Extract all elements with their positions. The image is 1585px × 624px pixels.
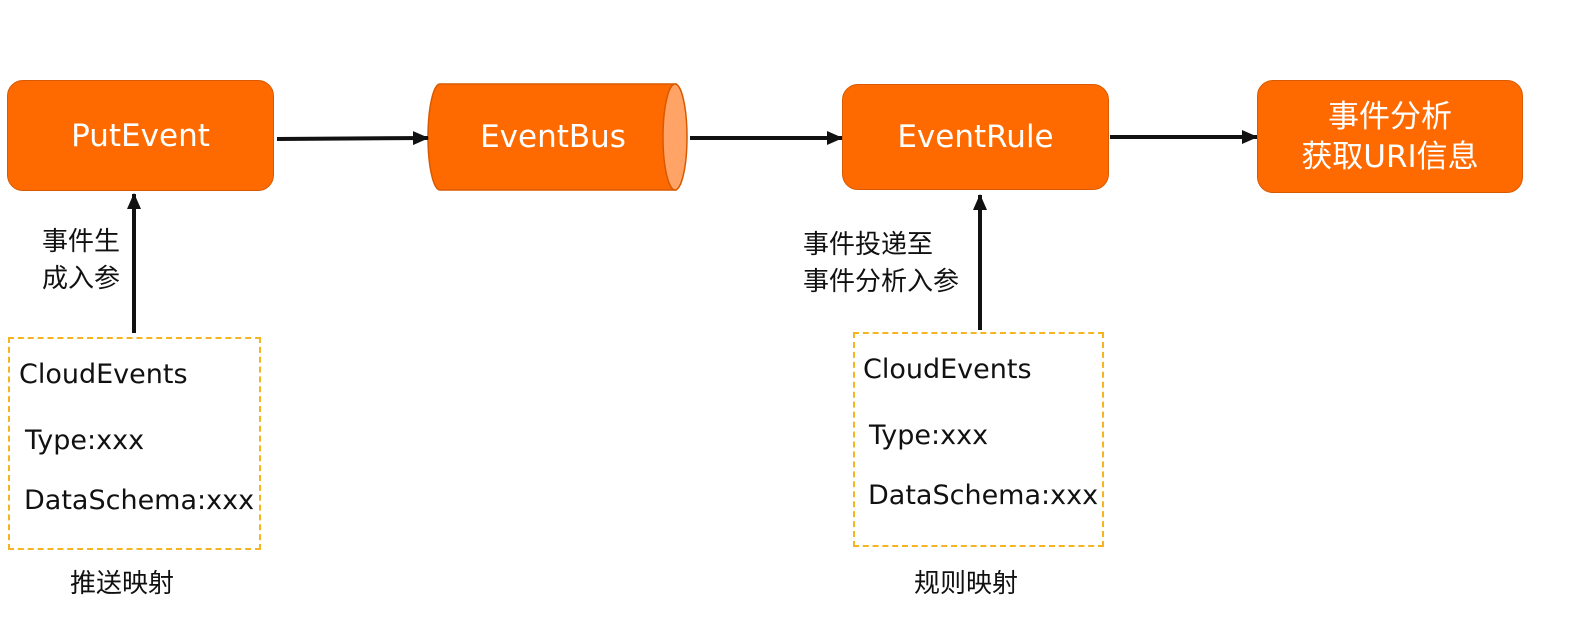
schema-type: Type:xxx (869, 420, 989, 451)
event-bus-cylinder (427, 83, 688, 191)
schema-data-schema: DataSchema:xxx (868, 480, 1099, 511)
rule-mapping-schema-box: CloudEvents Type:xxx DataSchema:xxx (853, 332, 1104, 547)
arrow-putevent-to-eventbus (276, 131, 429, 146)
rule-mapping-caption: 规则映射 (914, 569, 1019, 599)
deliver-params-label: 事件投递至 事件分析入参 (803, 230, 960, 297)
put-event-label: PutEvent (71, 117, 210, 154)
schema-type: Type:xxx (25, 425, 145, 456)
event-rule-node: EventRule (842, 84, 1109, 190)
event-analysis-node: 事件分析 获取URI信息 (1257, 80, 1523, 193)
schema-title: CloudEvents (19, 359, 188, 390)
event-rule-label: EventRule (897, 119, 1054, 155)
push-mapping-caption: 推送映射 (70, 569, 175, 599)
schema-title: CloudEvents (863, 354, 1032, 385)
schema-data-schema: DataSchema:xxx (24, 485, 255, 516)
event-bus-label: EventBus (480, 119, 626, 155)
put-event-node: PutEvent (7, 80, 274, 191)
push-mapping-schema-box: CloudEvents Type:xxx DataSchema:xxx (8, 337, 261, 550)
generate-params-label: 事件生 成入参 (42, 227, 121, 294)
event-analysis-label: 事件分析 获取URI信息 (1301, 98, 1479, 175)
